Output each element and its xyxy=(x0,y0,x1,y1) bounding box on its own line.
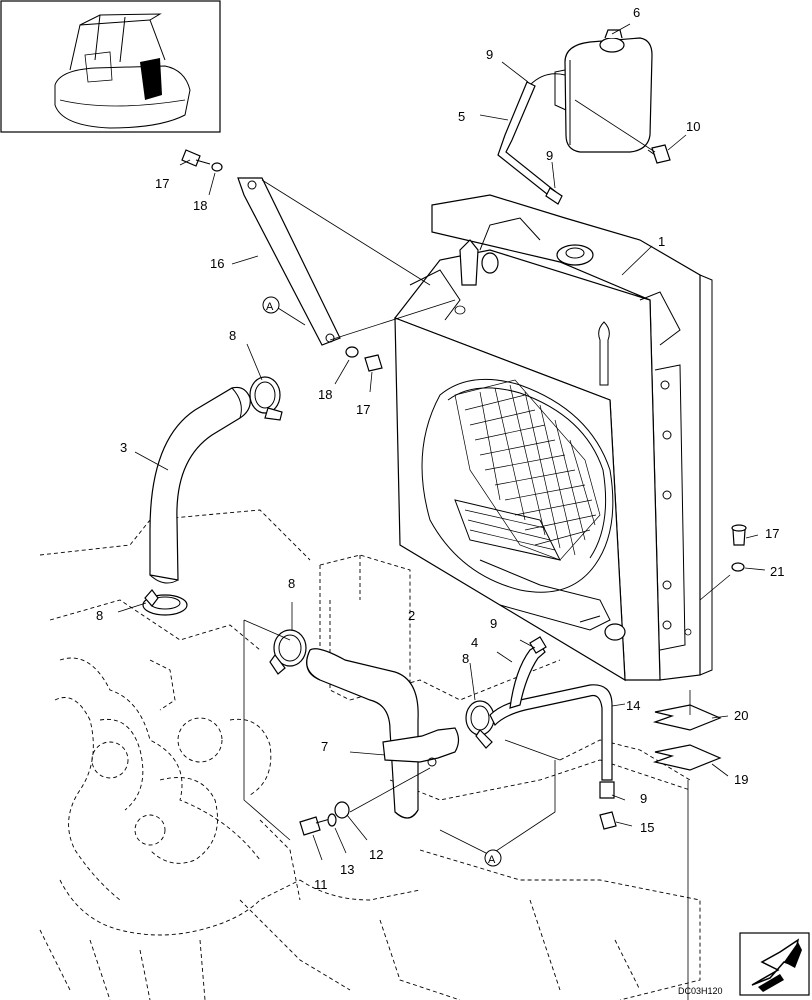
callout-17: 17 xyxy=(765,526,779,541)
callout-8: 8 xyxy=(229,328,236,343)
callout-15: 15 xyxy=(640,820,654,835)
callout-3: 3 xyxy=(120,440,127,455)
callout-2: 2 xyxy=(408,608,415,623)
callout-8: 8 xyxy=(462,651,469,666)
engine-outline xyxy=(39,509,311,1000)
drain-plug xyxy=(599,781,617,830)
bolt-10 xyxy=(574,99,671,164)
forward-arrow-icon xyxy=(739,932,810,996)
upper-hose xyxy=(149,386,251,584)
reference-lines xyxy=(243,307,561,856)
callout-labels: 1 2 3 4 5 6 7 8 8 8 8 9 9 9 9 10 11 12 1… xyxy=(96,5,784,892)
callout-21: 21 xyxy=(770,564,784,579)
drain-hose xyxy=(489,636,613,781)
reserve-tank xyxy=(529,29,653,153)
callout-6: 6 xyxy=(633,5,640,20)
bolt-washer-top xyxy=(181,149,223,172)
callout-11: 11 xyxy=(314,877,328,892)
callout-17: 17 xyxy=(155,176,169,191)
callout-4: 4 xyxy=(471,635,478,650)
hose-clamp-right xyxy=(465,700,495,749)
callout-16: 16 xyxy=(210,256,224,271)
callout-18: 18 xyxy=(318,387,332,402)
hose-clamp-mid xyxy=(269,629,307,675)
callout-10: 10 xyxy=(686,119,700,134)
callout-1: 1 xyxy=(658,234,665,249)
shim-20 xyxy=(652,704,722,731)
callout-9: 9 xyxy=(490,616,497,631)
svg-text:A: A xyxy=(488,854,496,866)
callout-8: 8 xyxy=(288,576,295,591)
clamp-band xyxy=(349,727,460,813)
bolt-washer-low xyxy=(299,801,350,836)
callout-5: 5 xyxy=(458,109,465,124)
callout-14: 14 xyxy=(626,698,640,713)
reference-mark-a: A xyxy=(262,296,280,314)
callout-9: 9 xyxy=(546,148,553,163)
callout-13: 13 xyxy=(340,862,354,877)
callout-17: 17 xyxy=(356,402,370,417)
leader-lines xyxy=(117,23,766,861)
reference-mark-a-lower: A xyxy=(484,849,502,867)
radiator xyxy=(394,194,713,682)
lower-hose xyxy=(306,648,419,819)
callout-20: 20 xyxy=(734,708,748,723)
callout-9: 9 xyxy=(640,791,647,806)
overflow-hose xyxy=(497,81,563,205)
hose-clamp-left xyxy=(142,589,188,616)
callout-7: 7 xyxy=(321,739,328,754)
stay-rod xyxy=(237,177,456,346)
frame-outline xyxy=(239,554,701,1000)
bolt-washer-right xyxy=(684,524,747,1000)
callout-8: 8 xyxy=(96,608,103,623)
bolt-washer-mid xyxy=(345,346,383,372)
callout-18: 18 xyxy=(193,198,207,213)
callout-19: 19 xyxy=(734,772,748,787)
callout-9: 9 xyxy=(486,47,493,62)
machine-locator-icon xyxy=(0,0,221,133)
svg-text:A: A xyxy=(266,301,274,313)
drawing-code: DC03H120 xyxy=(678,986,723,996)
shim-19 xyxy=(652,744,722,771)
callout-12: 12 xyxy=(369,847,383,862)
hose-clamp-upper xyxy=(249,376,283,421)
